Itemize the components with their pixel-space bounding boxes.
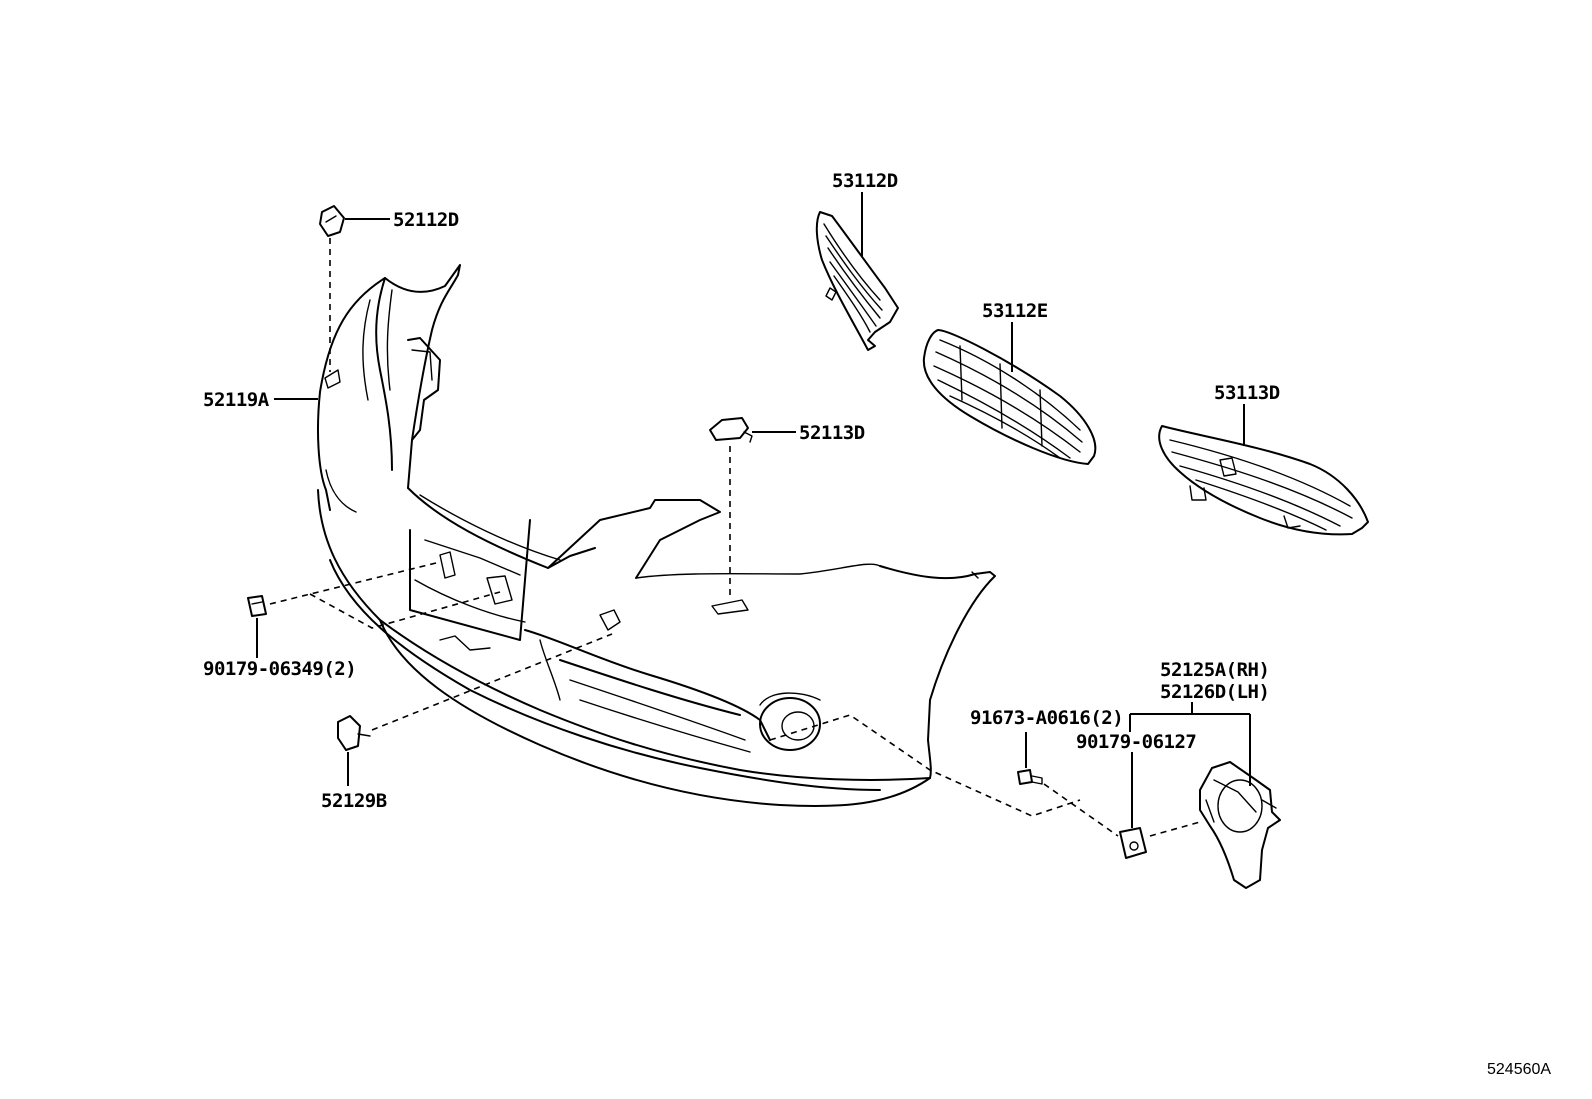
grille-53112D: [815, 211, 899, 351]
grille-53112E: [922, 329, 1097, 465]
label-52125A-RH: 52125A(RH): [1160, 659, 1269, 681]
label-52129B: 52129B: [321, 790, 387, 812]
label-53112D: 53112D: [832, 170, 898, 192]
label-53112E: 53112E: [982, 300, 1048, 322]
bolt-91673-A0616: [1017, 769, 1043, 785]
label-91673-A0616: 91673-A0616(2): [970, 707, 1123, 729]
label-52113D: 52113D: [799, 422, 865, 444]
grille-53113D: [1158, 425, 1369, 536]
label-90179-06127: 90179-06127: [1076, 731, 1196, 753]
fog-lamp-bracket-52125A-52126D: [1199, 761, 1281, 889]
front-bumper-cover: [317, 264, 996, 808]
nut-90179-06127: [1119, 827, 1147, 859]
label-52126D-LH: 52126D(LH): [1160, 681, 1269, 703]
label-52119A: 52119A: [203, 389, 270, 411]
cap-52129B: [337, 715, 371, 751]
label-53113D: 53113D: [1214, 382, 1280, 404]
nut-90179-06349: [247, 595, 267, 617]
washer-cap-52112D: [319, 205, 345, 237]
emblem-cap-52113D: [709, 417, 753, 443]
label-52112D: 52112D: [393, 209, 459, 231]
label-90179-06349: 90179-06349(2): [203, 658, 356, 680]
figure-code: 524560A: [1487, 1061, 1551, 1078]
